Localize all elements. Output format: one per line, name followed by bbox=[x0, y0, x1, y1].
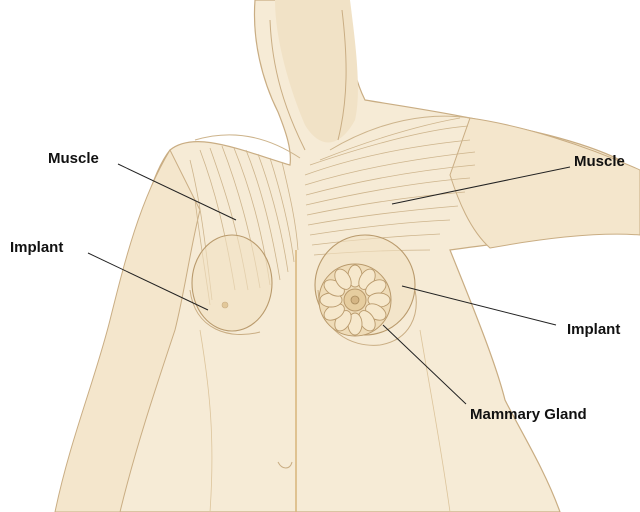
label-mammary-gland: Mammary Gland bbox=[470, 406, 587, 423]
label-muscle-left: Muscle bbox=[48, 150, 99, 167]
label-muscle-right: Muscle bbox=[574, 153, 625, 170]
label-implant-left: Implant bbox=[10, 239, 63, 256]
right-arm bbox=[450, 118, 640, 248]
left-implant bbox=[192, 235, 272, 331]
left-nipple bbox=[222, 302, 228, 308]
mammary-gland bbox=[319, 264, 391, 336]
label-implant-right: Implant bbox=[567, 321, 620, 338]
